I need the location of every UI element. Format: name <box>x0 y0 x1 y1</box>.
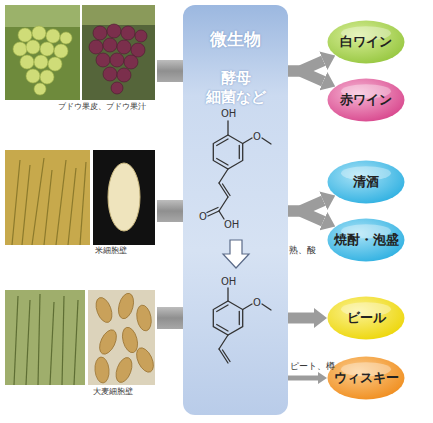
product-name: 清酒 <box>327 160 405 204</box>
product-name: ウィスキー <box>327 356 405 400</box>
ellipse-fill <box>328 297 405 340</box>
product-ellipse: 焼酎・泡盛 <box>327 218 405 262</box>
flow-arrow <box>288 71 323 81</box>
edge-label: 熟、酸 <box>289 245 316 256</box>
product-ellipse: 赤ワイン <box>327 78 405 122</box>
barley-stalks <box>14 294 78 385</box>
product-name: 赤ワイン <box>327 78 405 122</box>
column-heading: 微生物 <box>183 29 288 50</box>
product-ellipse: 白ワイン <box>327 20 405 64</box>
barley-grains <box>93 292 157 385</box>
ellipse-fill <box>328 219 405 262</box>
flow-arrow <box>288 211 323 221</box>
product-name: 白ワイン <box>327 20 405 64</box>
photo-caption: 大麦細胞壁 <box>93 387 133 397</box>
barley-field-photo <box>5 290 85 385</box>
product-name: 焼酎・泡盛 <box>327 218 405 262</box>
photo-caption: ブドウ果皮、ブドウ果汁 <box>58 102 146 112</box>
ellipse-fill <box>328 357 405 400</box>
rice-grain-photo <box>93 150 155 245</box>
edge-label: ピート、樽 <box>290 361 335 372</box>
green-grape-cluster <box>13 26 72 95</box>
rice-stalks <box>12 158 86 245</box>
conversion-arrow <box>223 240 249 268</box>
flow-arrow <box>288 376 318 381</box>
rice-grain <box>108 163 140 231</box>
product-name: ビール <box>327 296 405 340</box>
flow-arrow <box>288 313 314 324</box>
product-ellipse: 清酒 <box>327 160 405 204</box>
leaf-area <box>82 5 155 25</box>
product-ellipse: ウィスキー <box>327 356 405 400</box>
ellipse-fill <box>328 79 405 122</box>
product-ellipse: ビール <box>327 296 405 340</box>
ellipse-fill <box>328 21 405 64</box>
red-grape-cluster <box>89 24 147 94</box>
ellipse-fill <box>328 161 405 204</box>
green-grape-photo <box>5 5 80 100</box>
photo-caption: 米細胞壁 <box>95 246 127 256</box>
red-grape-photo <box>82 5 155 100</box>
leaf-area <box>5 5 80 27</box>
microbe-column: 微生物酵母 細菌など <box>183 5 288 415</box>
rice-field-photo <box>5 150 90 245</box>
vinylguaiacol-structure <box>213 288 271 363</box>
column-subtext: 酵母 細菌など <box>203 69 268 107</box>
ferulic-acid-structure <box>207 121 271 219</box>
